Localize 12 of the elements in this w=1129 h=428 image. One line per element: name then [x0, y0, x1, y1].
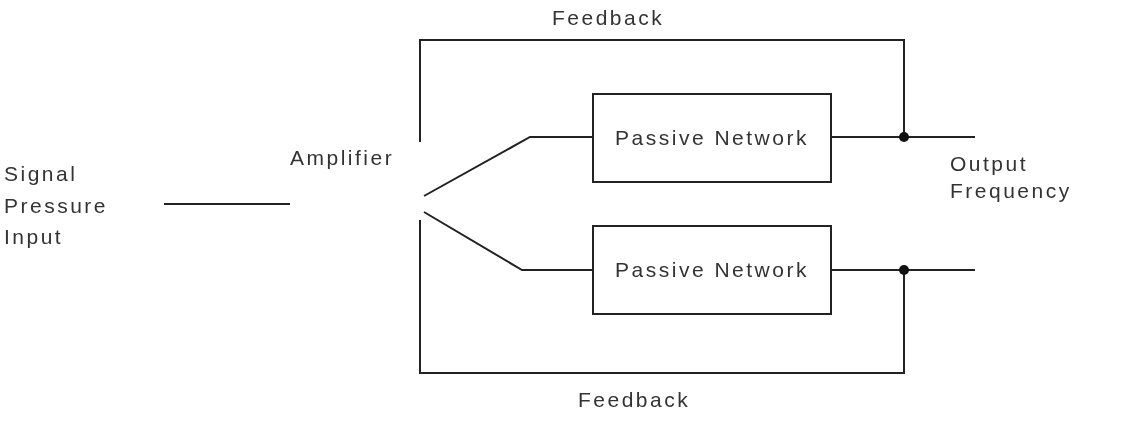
block-label: Amplifier [290, 145, 395, 171]
block-label: Signal Pressure Input [4, 161, 110, 250]
connector-line [423, 136, 593, 197]
box-label: Passive Network [615, 257, 809, 284]
box-label: Passive Network [615, 125, 809, 152]
network-box [592, 225, 832, 315]
feedback-line [419, 39, 905, 143]
feedback-line [419, 219, 905, 374]
connector-line [163, 203, 291, 205]
connector-line [423, 211, 593, 271]
output-label: Output Frequency [950, 151, 1073, 205]
network-box [592, 93, 832, 183]
